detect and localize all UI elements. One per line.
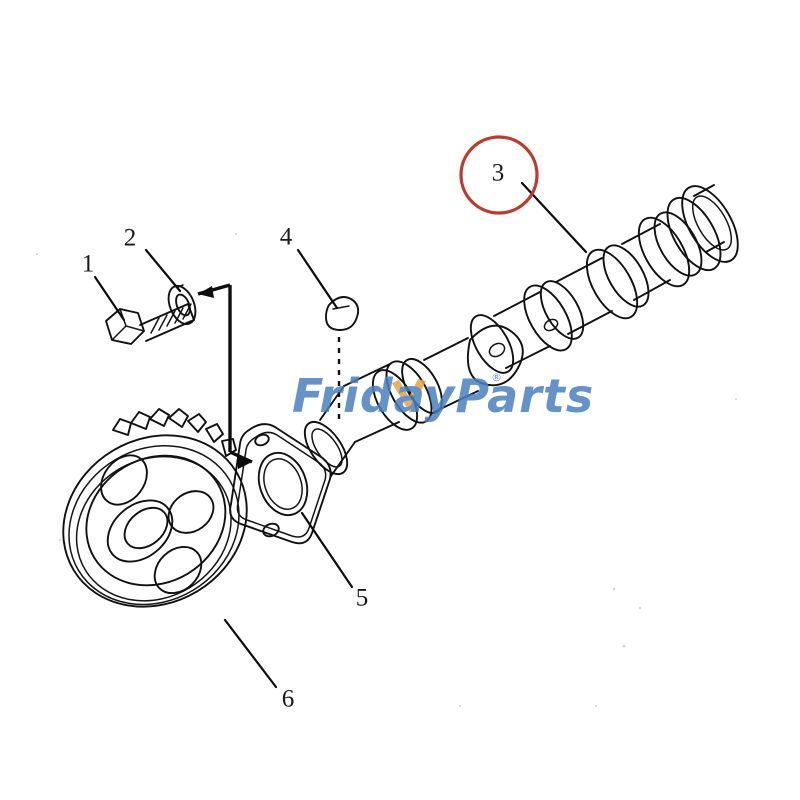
gasket-center-bore-inner: [263, 458, 303, 510]
washer-outer: [167, 284, 197, 326]
gear-rim-inner-edge: [68, 445, 240, 606]
camshaft-shaft2-top: [493, 291, 541, 317]
part-thrust-plate-gasket: [229, 423, 332, 545]
gasket-center-bore: [257, 451, 309, 517]
leader-line-1: [93, 275, 126, 322]
gasket-inner-edge: [236, 431, 327, 538]
camshaft-lobe-3a: [585, 248, 639, 320]
scan-noise: [35, 228, 737, 707]
part-woodruff-key: [325, 296, 360, 420]
callout-label-5: 5: [356, 585, 369, 612]
leader-line-2: [144, 248, 182, 293]
bolt-shank-top: [139, 303, 189, 326]
gasket-bolt-hole-bottom: [262, 522, 280, 538]
gear-web-face: [85, 454, 227, 587]
camshaft-shaft1-bottom: [433, 390, 479, 413]
camshaft-shaft3-bottom: [567, 310, 613, 335]
leader-line-4: [296, 248, 339, 310]
callout-label-4: 4: [280, 224, 293, 251]
camshaft-rear-journal-c: [666, 196, 722, 272]
woodruff-key-facet: [332, 305, 350, 310]
gear-web-edge: [75, 455, 232, 602]
camshaft-lobe-2b: [539, 280, 585, 340]
gear-lightening-hole-1: [100, 454, 148, 506]
gear-hub-outer: [106, 499, 174, 563]
callout-label-3: 3: [492, 160, 505, 187]
part-washer: [167, 284, 197, 326]
camshaft-collar-b: [401, 358, 443, 414]
gasket-bolt-hole-top: [254, 433, 270, 447]
leader-lines: [93, 181, 588, 689]
watermark-accent-swoosh: [392, 379, 426, 413]
leader-line-6: [223, 618, 278, 689]
camshaft-journal1-face: [371, 369, 419, 431]
callout-label-1: 1: [82, 251, 95, 278]
camshaft-lobe-1-tip: [488, 342, 506, 358]
part-hex-bolt: [105, 303, 195, 345]
camshaft-lobe-2a: [523, 284, 573, 352]
bolt-hex-head-facet-2: [125, 325, 145, 332]
camshaft-rear-journal-b: [653, 211, 703, 277]
camshaft-rear-top-edge: [693, 184, 715, 197]
camshaft-shaft4-bottom: [633, 279, 671, 301]
callout-label-2: 2: [124, 225, 137, 252]
washer-edge-bottom: [185, 320, 192, 324]
camshaft-nose-bore: [311, 428, 343, 468]
camshaft-shaft3-top: [555, 257, 603, 283]
gear-lightening-hole-3: [153, 545, 203, 595]
camshaft-flange-bottom-edge: [330, 441, 356, 477]
camshaft-journal1-bottom: [354, 421, 400, 443]
callout-label-6: 6: [282, 686, 295, 713]
washer-edge-top: [177, 284, 184, 288]
camshaft-rear-end-face: [681, 185, 739, 263]
camshaft-journal2: [469, 314, 515, 374]
watermark-trademark-symbol: ®: [491, 371, 502, 384]
washer-bore: [175, 293, 191, 317]
camshaft-lobe-3b: [602, 244, 650, 308]
camshaft-oil-hole: [543, 318, 559, 332]
watermark-text: FridayParts: [292, 369, 594, 423]
camshaft-journal1-top: [343, 363, 391, 387]
watermark: FridayParts ®: [292, 369, 594, 423]
assembly-bracket-top-arrowhead: [198, 286, 214, 298]
part-camshaft: [303, 184, 739, 477]
camshaft-flange-top-edge: [319, 385, 345, 421]
camshaft-rear-journal-a: [637, 216, 691, 288]
leader-line-5: [300, 511, 354, 589]
gear-hub-bore: [123, 506, 169, 550]
gasket-outline: [229, 423, 332, 545]
assembly-bracket-bottom-arrowhead: [237, 457, 252, 469]
camshaft-nose-face: [303, 421, 349, 475]
camshaft-shaft2-bottom: [505, 345, 551, 369]
assembly-bracket-bottom-arm: [229, 450, 253, 464]
camshaft-shaft1-top: [423, 337, 469, 361]
gear-teeth: [112, 408, 237, 457]
camshaft-rear-end-chamfer: [691, 195, 733, 251]
camshaft-rear-bottom-edge: [705, 241, 725, 253]
assembly-bracket: [197, 283, 253, 469]
highlight-circle-callout-3: [459, 135, 539, 215]
woodruff-key-body: [325, 296, 360, 331]
part-camshaft-timing-gear: [62, 408, 248, 608]
